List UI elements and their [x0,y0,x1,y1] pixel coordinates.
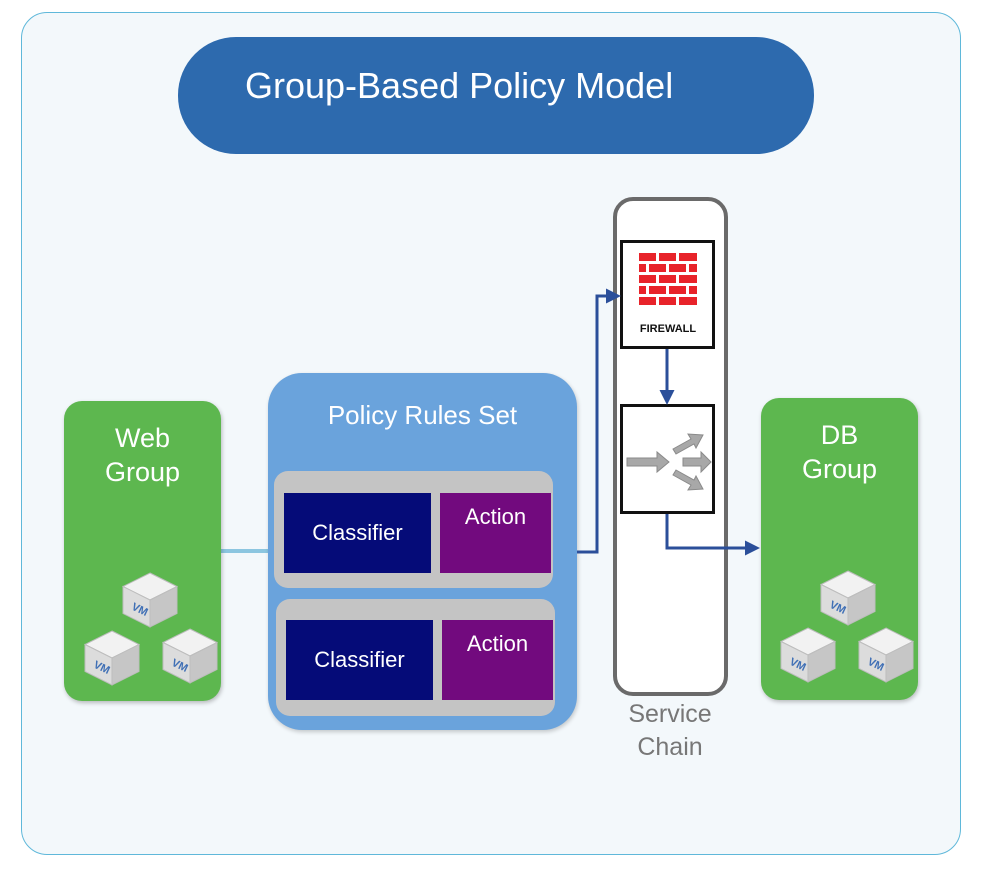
load-balancer-arrows-icon [626,433,712,491]
service-chain-label-line1: Service [628,700,712,728]
title-banner: Group-Based Policy Model [178,37,814,154]
vm-cube-icon: VM [161,628,219,684]
service-chain-label-line2: Chain [637,733,703,761]
classifier-box: Classifier [284,493,431,573]
vm-cube-icon: VM [83,630,141,686]
diagram-title: Group-Based Policy Model [245,65,674,106]
web-group-label: Web Group [64,421,221,489]
policy-rule-2: Classifier Action [276,599,555,716]
action-box: Action [442,620,553,700]
policy-rule-1: Classifier Action [274,471,553,588]
policy-rules-set-title: Policy Rules Set [327,400,518,430]
firewall-label: FIREWALL [639,323,697,335]
firewall-brick-icon [639,253,697,305]
load-balancer-box [620,404,715,514]
db-group-label-line1: DB [820,420,859,450]
service-chain-label: Service Chain [600,698,740,764]
web-group-label-line1: Web [114,423,171,453]
db-group-label-line2: Group [801,454,878,484]
classifier-box: Classifier [286,620,433,700]
vm-cube-icon: VM [121,572,179,628]
vm-cube-icon: VM [857,627,915,683]
rules-to-firewall-arrow [577,288,621,554]
policy-rules-set: Policy Rules Set Classifier Action Class… [268,373,577,730]
vm-cube-icon: VM [819,570,877,626]
vm-cube-icon: VM [779,627,837,683]
action-box: Action [440,493,551,573]
balancer-to-db-arrow [665,514,760,556]
db-group-label: DB Group [761,418,918,486]
web-group-label-line2: Group [104,457,181,487]
firewall-box [620,240,715,349]
